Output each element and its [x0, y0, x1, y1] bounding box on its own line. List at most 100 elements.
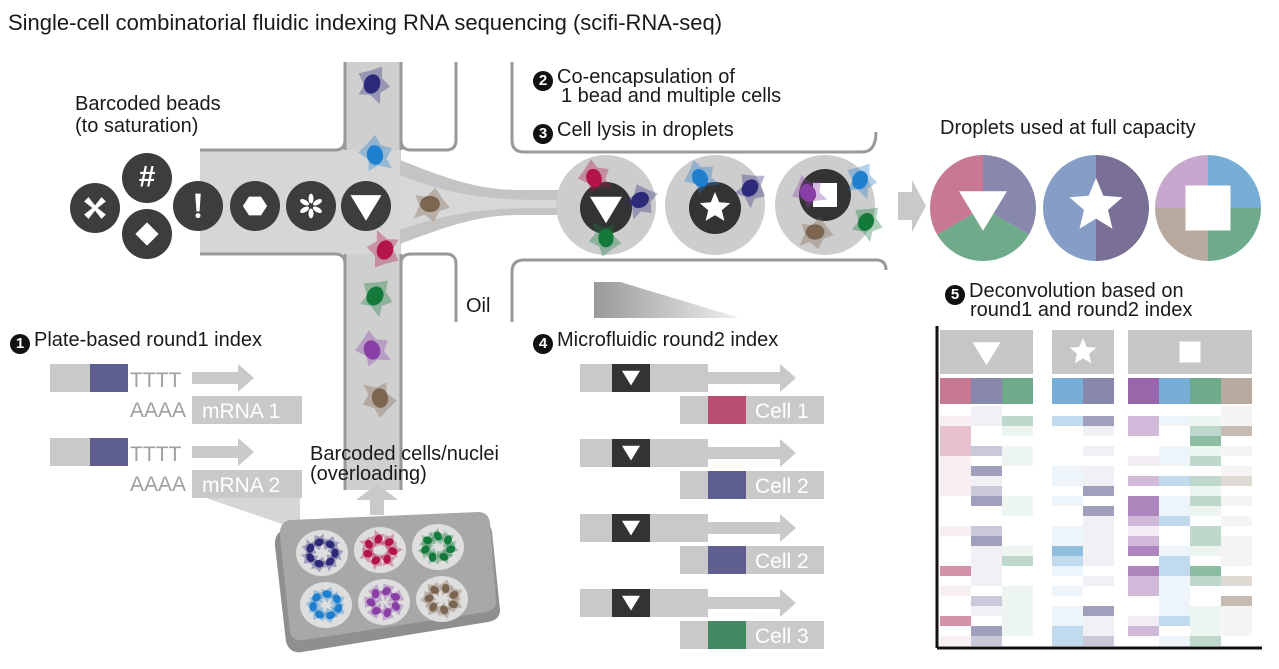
heatmap-cell [971, 546, 1002, 556]
cell-nucleus [366, 286, 384, 306]
heatmap-cell [940, 446, 971, 456]
heatmap-cell [1190, 616, 1221, 626]
star-icon [1069, 338, 1097, 364]
triangle-down-icon [622, 445, 640, 461]
cell-nucleus [446, 545, 456, 554]
cell [312, 606, 330, 622]
heatmap-cell [1159, 506, 1190, 516]
heatmap-cell [1190, 496, 1221, 506]
cell [419, 589, 437, 607]
cell-nucleus [857, 213, 875, 231]
heatmap-cell [971, 446, 1002, 456]
heatmap-cell [1128, 426, 1159, 436]
heatmap-cell [1002, 506, 1033, 516]
heatmap-cell [1190, 476, 1221, 486]
heatmap-cell [1190, 506, 1221, 516]
asterisk-petal [312, 198, 322, 206]
step5-label-line2: round1 and round2 index [970, 299, 1193, 321]
cell [366, 229, 399, 268]
cell-nucleus [439, 552, 449, 561]
heatmap-cell [1159, 596, 1190, 606]
heatmap-cell [1221, 426, 1252, 436]
round2-construct-2: Cell 2 [580, 439, 824, 499]
droplet-segment [1096, 155, 1149, 261]
asterisk-petal [308, 193, 314, 204]
heatmap-cell [1128, 506, 1159, 516]
cells-label-line2: (overloading) [310, 463, 427, 485]
heatmap-cell [1083, 476, 1114, 486]
asterisk-petal [300, 206, 310, 214]
heatmap-cell [1002, 496, 1033, 506]
heatmap-cell [1190, 486, 1221, 496]
cell-nucleus [631, 191, 649, 209]
heatmap-cell [1083, 486, 1114, 496]
round1-barcode [708, 621, 746, 649]
heatmap-cell [1002, 426, 1033, 436]
bead-body [286, 181, 336, 231]
cell [799, 216, 834, 250]
heatmap-cell [1002, 556, 1033, 566]
cell-nucleus [382, 587, 391, 596]
column-color-key [1002, 378, 1033, 404]
cell-nucleus [449, 590, 459, 600]
heatmap-cell [1083, 556, 1114, 566]
exclamation-icon [195, 193, 201, 212]
step2-number: 2 [533, 71, 553, 91]
bead-diamond [122, 209, 172, 259]
cell [367, 553, 384, 571]
cell-nucleus [441, 583, 450, 594]
bead-body [122, 153, 172, 203]
heatmap-cell [940, 416, 971, 426]
droplet-segment [937, 208, 1029, 261]
heatmap-cell [1221, 446, 1252, 456]
mrna-label: mRNA 1 [202, 400, 280, 423]
heatmap-cell [940, 566, 971, 576]
arrow-right-icon [708, 514, 796, 542]
heatmap-cell [971, 476, 1002, 486]
asterisk-petal [300, 198, 310, 206]
diamond-icon [135, 222, 159, 246]
heatmap-cell [1190, 526, 1221, 536]
cell-nucleus [326, 611, 336, 620]
heatmap-cell [1083, 416, 1114, 426]
asterisk-petal [308, 208, 314, 219]
heatmap-cell [940, 456, 971, 466]
heatmap-cell [971, 496, 1002, 506]
asterisk-petal [312, 206, 322, 214]
heatmap-cell [1190, 536, 1221, 546]
droplet-2 [665, 155, 766, 255]
triangle-down-icon [622, 520, 640, 536]
cell-nucleus [799, 184, 817, 202]
beads-label-line1: Barcoded beads [75, 93, 221, 115]
arrow-right-icon [192, 364, 254, 392]
heatmap-cell [1052, 416, 1083, 426]
heatmap-cell [1159, 476, 1190, 486]
heatmap-cell [1221, 606, 1252, 616]
full-droplet-star [1043, 155, 1149, 261]
heatmap-cell [1083, 446, 1114, 456]
heatmap-cell [1083, 466, 1114, 476]
cell-inlet-channel [345, 62, 401, 490]
heatmap-cell [1221, 406, 1252, 416]
cell [301, 538, 317, 557]
step5-number: 5 [945, 285, 965, 305]
cell-nucleus [448, 600, 458, 609]
cell [369, 529, 385, 548]
cell [439, 530, 455, 549]
hexagon-icon [242, 196, 268, 216]
well [354, 527, 406, 573]
cell [358, 134, 393, 171]
mrna-block [192, 396, 302, 424]
cell-nucleus [423, 536, 433, 545]
heatmap-cell [1083, 426, 1114, 436]
cell-nucleus [371, 606, 381, 615]
cell [385, 543, 403, 559]
cell [363, 594, 381, 610]
triangle-down-icon [972, 342, 1001, 366]
cell-nucleus [586, 168, 602, 188]
heatmap-cell [1221, 576, 1252, 586]
cell-nucleus [371, 556, 381, 565]
